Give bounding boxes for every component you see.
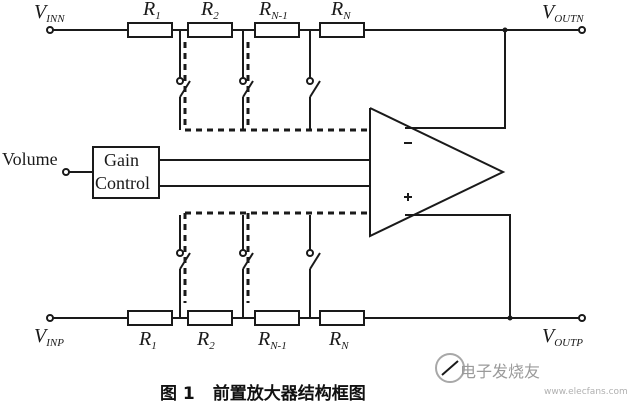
vinn-label: VINN [34, 1, 65, 25]
watermark-logo [435, 353, 465, 383]
watermark-text: 电子发烧友 [460, 362, 541, 381]
top-feedback-junction [502, 27, 508, 33]
caption-number: 图 1 [160, 384, 195, 404]
volume-input-node [62, 168, 70, 176]
resistor-bottom-r1-label: R1 [139, 328, 157, 352]
voutp-label: VOUTP [542, 325, 583, 349]
resistor-bottom-rn-1 [254, 310, 300, 326]
control-bus-dashed [183, 42, 370, 303]
resistor-top-rn-label: RN [331, 0, 351, 22]
resistor-top-rn [319, 22, 365, 38]
resistor-bottom-r2 [187, 310, 233, 326]
vinn-terminal-node [46, 26, 54, 34]
bottom-feedback-wire [405, 214, 511, 318]
resistor-bottom-rn [319, 310, 365, 326]
bottom-feedback-junction [507, 315, 513, 321]
resistor-top-rn-1-label: RN-1 [259, 0, 288, 22]
voutn-terminal-node [578, 26, 586, 34]
volume-label: Volume [2, 149, 58, 169]
vinp-terminal-node [46, 314, 54, 322]
gain-control-line2: Control [95, 173, 151, 193]
resistor-bottom-rn-label: RN [329, 328, 349, 352]
bottom-tap-switches [176, 215, 321, 318]
gain-control-block [92, 146, 160, 199]
resistor-top-r1-label: R1 [143, 0, 161, 22]
watermark-logo-slash [441, 360, 459, 376]
figure-caption: 图 1 前置放大器结构框图 [160, 379, 366, 404]
resistor-top-r2-label: R2 [201, 0, 219, 22]
watermark-url: www.elecfans.com [544, 387, 628, 397]
top-feedback-wire [405, 30, 506, 129]
resistor-top-rn-1 [254, 22, 300, 38]
resistor-top-r2 [187, 22, 233, 38]
vinp-label: VINP [34, 325, 64, 349]
voutn-label: VOUTN [542, 1, 584, 25]
caption-title: 前置放大器结构框图 [212, 384, 366, 404]
resistor-top-r1 [127, 22, 173, 38]
top-tap-switches [176, 30, 321, 130]
resistor-bottom-r1 [127, 310, 173, 326]
gain-control-line1: Gain [104, 150, 139, 170]
resistor-bottom-rn-1-label: RN-1 [258, 328, 287, 352]
voutp-terminal-node [578, 314, 586, 322]
resistor-bottom-r2-label: R2 [197, 328, 215, 352]
op-amp-triangle [369, 107, 506, 238]
